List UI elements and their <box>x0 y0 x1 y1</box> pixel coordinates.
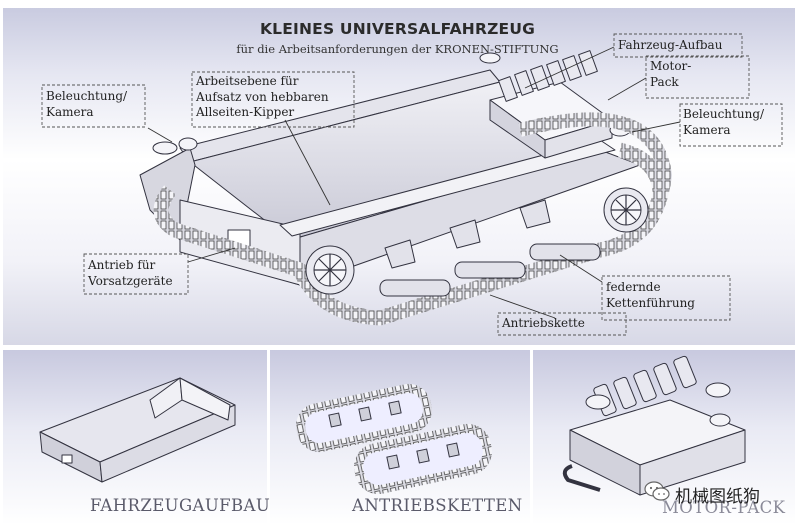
caption-motor-pack: MOTOR-PACK <box>662 498 786 517</box>
motor-pack-drawing <box>562 355 746 496</box>
label-fahrzeug-aufbau: Fahrzeug-Aufbau <box>618 38 723 52</box>
caption-antriebsketten: ANTRIEBSKETTEN <box>352 496 523 515</box>
page-title: KLEINES UNIVERSALFAHRZEUG <box>259 20 536 38</box>
label-motor-pack: Motor- Pack <box>650 59 692 89</box>
watermark-text: 机械图纸狗 <box>675 487 760 507</box>
label-federnde-kettenfuehrung: federnde Kettenführung <box>606 280 695 310</box>
antriebsketten-drawing <box>296 383 492 495</box>
page-subtitle: für die Arbeitsanforderungen der KRONEN-… <box>236 42 559 56</box>
label-beleuchtung-kamera-left: Beleuchtung/ Kamera <box>46 89 128 119</box>
wechat-icon <box>644 481 670 501</box>
fahrzeugaufbau-drawing <box>39 377 236 483</box>
label-antriebskette: Antriebskette <box>502 316 585 330</box>
caption-fahrzeugaufbau: FAHRZEUGAUFBAU <box>90 496 271 515</box>
vehicle-main <box>139 50 672 326</box>
label-arbeitsebene: Arbeitsebene für Aufsatz von hebbaren Al… <box>196 74 329 119</box>
label-beleuchtung-kamera-right: Beleuchtung/ Kamera <box>683 107 765 137</box>
label-antrieb-vorsatzgeraete: Antrieb für Vorsatzgeräte <box>88 258 173 288</box>
annotation-leaders <box>147 46 681 319</box>
label-boxes <box>41 33 783 336</box>
